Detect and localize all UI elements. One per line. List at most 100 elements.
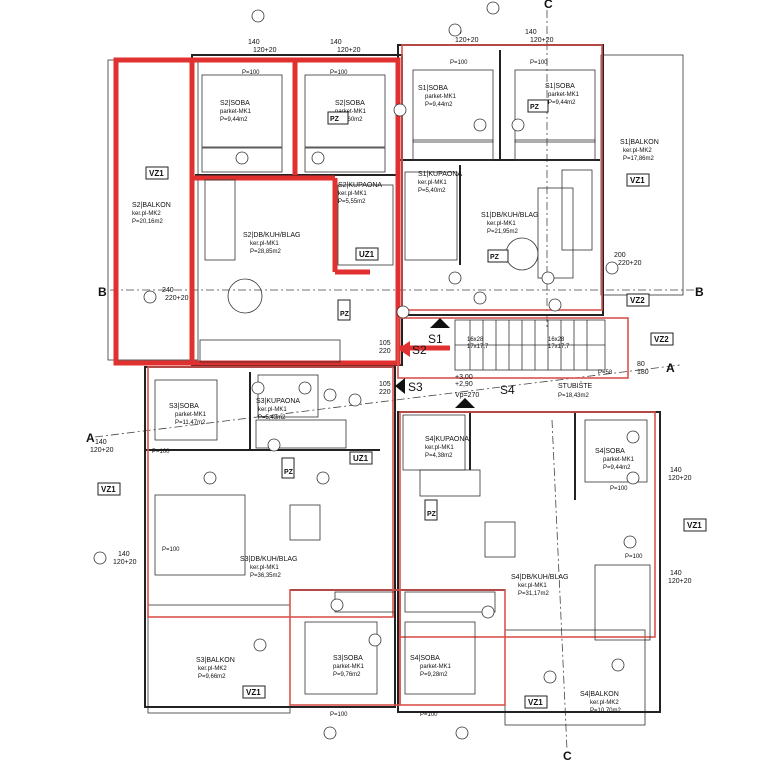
room-s2-dnevni-area: P=28,85m2	[250, 249, 282, 255]
grid-bubble	[455, 726, 469, 740]
entry-s3-triangle	[395, 378, 405, 394]
level-vp: Vp=270	[455, 392, 479, 399]
tag-vz2-b: VZ2	[654, 335, 669, 344]
room-labels: S2|SOBA parket-MK1 P=9,44m2 S2|SOBA park…	[132, 83, 659, 714]
room-s4-soba1-area: P=9,44m2	[603, 465, 631, 471]
room-s1-soba2-name: S1|SOBA	[545, 83, 575, 90]
grid-bubble	[611, 658, 625, 672]
axis-a-right: A	[666, 361, 675, 375]
dim-p100-i: P=100	[625, 554, 643, 560]
dim-120-f: 120+20	[668, 475, 692, 482]
room-s2-balkon-floor: ker.pl-MK2	[132, 211, 161, 217]
grid-bubble	[623, 535, 637, 549]
dim-120-g: 120+20	[113, 559, 137, 566]
grid-bubble	[486, 1, 500, 15]
dim-120-b: 120+20	[337, 47, 361, 54]
grid-bubble	[143, 290, 157, 304]
dim-120-e: 120+20	[90, 447, 114, 454]
grid-bubble	[543, 670, 557, 684]
dim-140-d: 140	[525, 29, 537, 36]
tag-pz-f: PZ	[284, 469, 294, 476]
room-s2-kupaona-floor: ker.pl-MK1	[338, 191, 367, 197]
dim-p100-b: P=100	[330, 70, 348, 76]
grid-bubble	[348, 393, 362, 407]
stair-dim-1b: 17x17,7	[467, 344, 489, 350]
grid-bubble	[323, 388, 337, 402]
staircase	[454, 319, 606, 371]
room-s1-dnevni-floor: ker.pl-MK1	[487, 221, 516, 227]
grid-bubble	[626, 430, 640, 444]
room-s3-dnevni-floor: ker.pl-MK1	[250, 565, 279, 571]
stair-dim-2b: 17x17,7	[548, 344, 570, 350]
grid-bubble	[253, 638, 267, 652]
dim-120-d: 120+20	[530, 37, 554, 44]
room-s3-soba1-area: P=11,47m2	[175, 420, 206, 426]
room-s2-soba1-name: S2|SOBA	[220, 100, 250, 107]
dim-140-a: 140	[248, 39, 260, 46]
entry-s2-triangle	[398, 341, 410, 357]
dim-140-e: 140	[95, 439, 107, 446]
grid-bubble	[473, 291, 487, 305]
room-s2-kupaona-name: S2|KUPAONA	[338, 182, 382, 189]
grid-bubble	[548, 298, 562, 312]
tag-vz1-d: VZ1	[687, 521, 702, 530]
room-s1-kupaona-area: P=5,40m2	[418, 188, 446, 194]
dim-200-a: 200	[614, 252, 626, 259]
room-s1-dnevni-area: P=21,95m2	[487, 229, 519, 235]
room-s2-soba2-area: P=9,60m2	[335, 117, 363, 123]
dim-140-g: 140	[118, 551, 130, 558]
room-s4-kupaona-name: S4|KUPAONA	[425, 436, 469, 443]
dim-220-a: 220	[379, 348, 391, 355]
room-s4-soba2-floor: parket-MK1	[420, 664, 452, 670]
room-s4-soba2-name: S4|SOBA	[410, 655, 440, 662]
grid-bubble	[448, 23, 462, 37]
tag-pz-e: PZ	[427, 511, 437, 518]
room-s3-soba1-name: S3|SOBA	[169, 403, 199, 410]
axis-a-left: A	[86, 431, 95, 445]
dim-p100-c: P=100	[450, 60, 468, 66]
level-300: +3,00	[455, 374, 473, 381]
entry-s3-label: S3	[408, 380, 423, 394]
dim-105-a: 105	[379, 340, 391, 347]
grid-bubble	[481, 605, 495, 619]
dim-80: 80	[637, 361, 645, 368]
dim-p100-g: P=100	[152, 449, 170, 455]
room-stubiste-name: STUBIŠTE	[558, 381, 593, 390]
room-s1-kupaona-name: S1|KUPAONA	[418, 171, 462, 178]
grid-bubble	[203, 471, 217, 485]
tag-vz1-e: VZ1	[246, 688, 261, 697]
tag-vz2-a: VZ2	[630, 296, 645, 305]
room-stubiste-area: P=18,43m2	[558, 393, 590, 399]
grid-bubble	[298, 381, 312, 395]
tag-vz1-b: VZ1	[630, 176, 645, 185]
grid-bubble	[323, 726, 337, 740]
dim-220-20-b: 220+20	[618, 260, 642, 267]
room-s4-dnevni-floor: ker.pl-MK1	[518, 583, 547, 589]
room-s1-kupaona-floor: ker.pl-MK1	[418, 180, 447, 186]
room-s4-soba1-floor: parket-MK1	[603, 457, 635, 463]
room-s4-dnevni-area: P=31,17m2	[518, 591, 550, 597]
dim-p100-h: P=100	[162, 547, 180, 553]
room-s3-kupaona-floor: ker.pl-MK1	[258, 407, 287, 413]
grid-bubble	[541, 271, 555, 285]
grid-bubble	[511, 118, 525, 132]
tag-pz-d: PZ	[330, 116, 340, 123]
room-s3-dnevni-area: P=36,35m2	[250, 573, 282, 579]
dim-p100-e: P=100	[330, 712, 348, 718]
grid-bubble	[316, 471, 330, 485]
apartment-outlines	[113, 44, 656, 706]
room-s4-soba2-area: P=9,28m2	[420, 672, 448, 678]
room-s1-soba1-name: S1|SOBA	[418, 85, 448, 92]
room-s1-soba2-area: P=9,44m2	[548, 100, 576, 106]
dim-105-b: 105	[379, 381, 391, 388]
grid-bubble	[393, 103, 407, 117]
furniture	[154, 69, 651, 695]
grid-bubble	[626, 471, 640, 485]
room-s2-soba2-floor: parket-MK1	[335, 109, 367, 115]
room-s1-balkon-name: S1|BALKON	[620, 139, 659, 146]
grid-bubble	[448, 271, 462, 285]
entry-s4-label: S4	[500, 383, 515, 397]
dim-p100-a: P=100	[242, 70, 260, 76]
room-s3-soba2-area: P=9,76m2	[333, 672, 361, 678]
tag-pz-c: PZ	[530, 104, 540, 111]
